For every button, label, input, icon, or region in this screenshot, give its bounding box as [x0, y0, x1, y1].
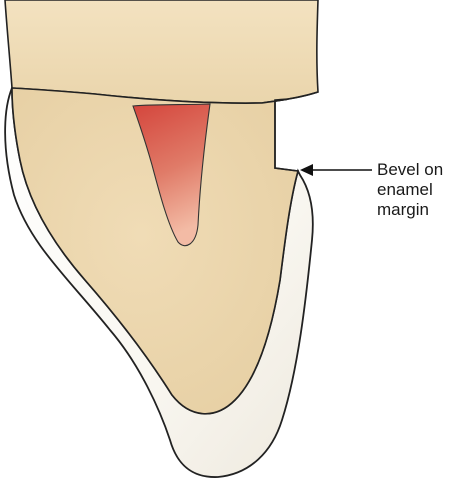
leader-arrow [300, 164, 372, 176]
root-section [5, 0, 318, 103]
preparation-wall [275, 92, 318, 171]
bevel-annotation-label: Bevel on enamel margin [377, 160, 461, 220]
annotation-line-1: Bevel on [377, 160, 461, 180]
annotation-line-2: enamel [377, 180, 461, 200]
annotation-line-3: margin [377, 200, 461, 220]
